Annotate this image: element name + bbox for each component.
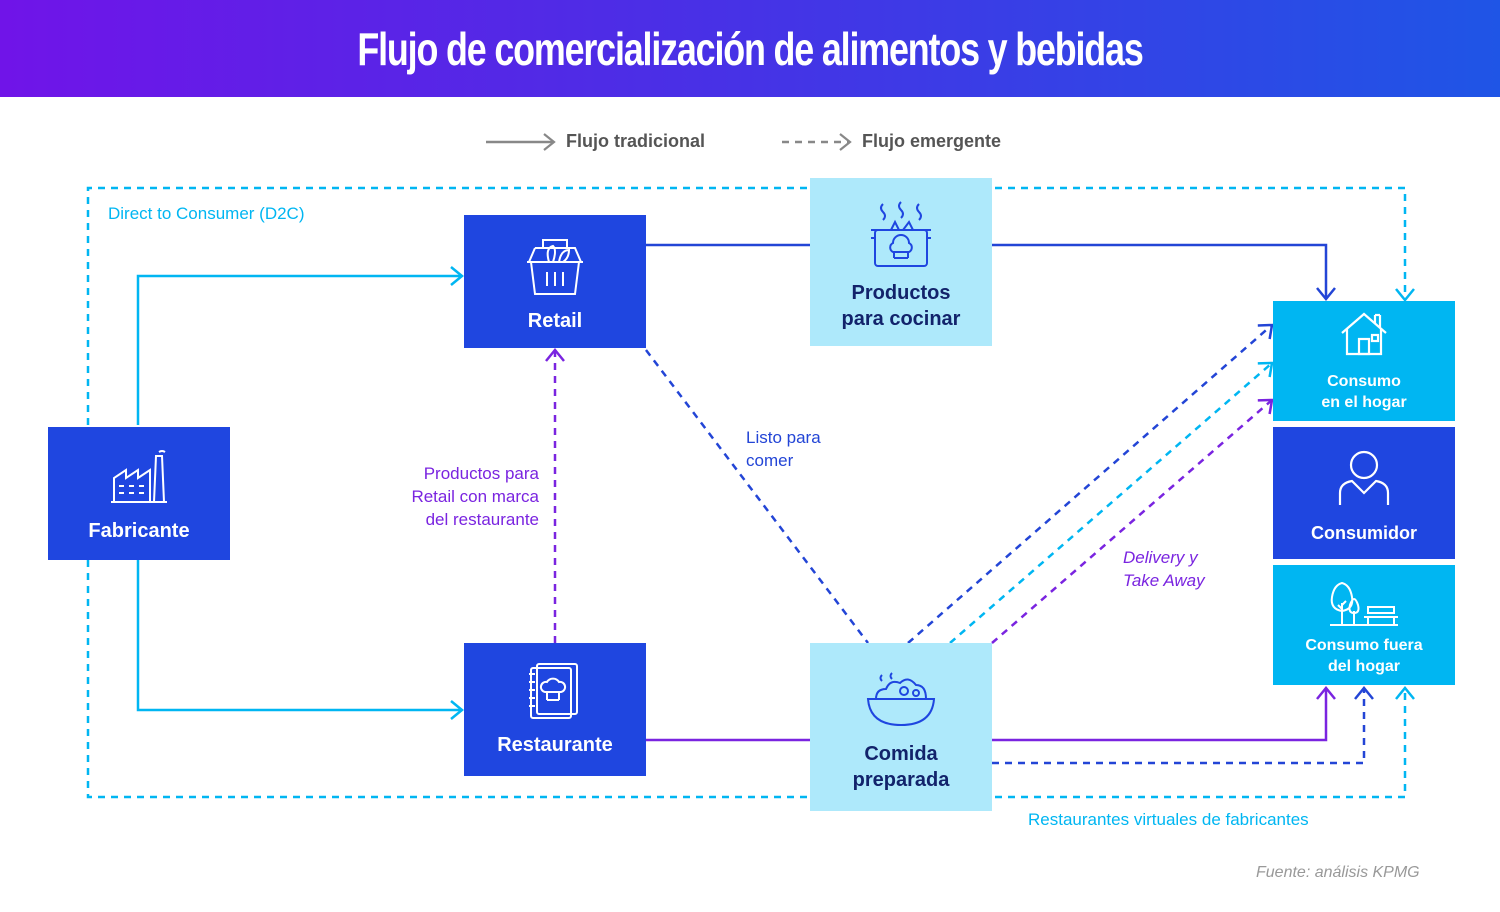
retail-label: Retail: [527, 310, 583, 332]
consumidor-label: Consumidor: [1311, 523, 1417, 543]
fab-to-retail: [136, 266, 464, 425]
delivery-line-1: Delivery y: [1123, 548, 1198, 567]
fuera-line-1: Consumo fuera: [1305, 637, 1423, 654]
node-consumidor: Consumidor: [1273, 427, 1455, 559]
productos-retail-line-2: Retail con marca: [411, 487, 539, 506]
comida-to-fuera-blue: [992, 686, 1374, 765]
comida-line-1: Comida: [864, 743, 938, 765]
basket-icon: [527, 239, 583, 295]
d2c-frame: [86, 186, 1415, 425]
legend-emergent: Flujo emergente: [862, 131, 1002, 151]
node-comida-preparada: Comida preparada: [810, 643, 992, 811]
source-label: Fuente: análisis KPMG: [1256, 864, 1420, 881]
restaurante-label: Restaurante: [497, 734, 613, 756]
listo-line-2: comer: [746, 451, 794, 470]
productos-retail-label: Productos para Retail con marca del rest…: [380, 462, 539, 531]
node-restaurante: Restaurante: [464, 643, 646, 776]
node-productos-cocinar: Productos para cocinar: [810, 178, 992, 346]
hogar-line-1: Consumo: [1327, 373, 1401, 390]
node-fabricante: Fabricante: [48, 427, 230, 560]
node-consumo-hogar: Consumo en el hogar: [1273, 301, 1455, 421]
comida-to-hogar-blue: [907, 323, 1274, 644]
menu-book-icon: [529, 663, 578, 719]
fab-to-restaurante: [136, 560, 464, 720]
node-consumo-fuera: Consumo fuera del hogar: [1273, 565, 1455, 685]
delivery-line-2: Take Away: [1123, 571, 1205, 590]
d2c-label: Direct to Consumer (D2C): [108, 204, 305, 223]
node-retail: Retail: [464, 215, 646, 348]
productos-retail-line-3: del restaurante: [425, 510, 539, 529]
delivery-label: Delivery y Take Away: [1123, 546, 1205, 592]
comida-to-fuera-purple: [992, 686, 1336, 742]
person-icon: [1338, 450, 1390, 505]
bowl-icon: [866, 672, 936, 727]
legend-traditional: Flujo tradicional: [566, 131, 706, 151]
listo-line-1: Listo para: [746, 428, 821, 447]
virtuales-label: Restaurantes virtuales de fabricantes: [1028, 810, 1309, 829]
hogar-line-2: en el hogar: [1321, 394, 1407, 411]
page-title: Flujo de comercialización de alimentos y…: [357, 23, 1143, 75]
comida-line-2: preparada: [852, 769, 950, 791]
retail-to-comida: [645, 349, 869, 644]
factory-icon: [111, 450, 167, 503]
listo-label: Listo para comer: [746, 426, 821, 472]
fabricante-label: Fabricante: [88, 520, 190, 542]
comida-to-hogar-cyan: [949, 361, 1274, 644]
virtual-frame: [86, 560, 1415, 799]
productos-line-1: Productos: [851, 282, 951, 304]
productos-line-2: para cocinar: [841, 308, 961, 330]
comida-to-hogar-purple: [991, 398, 1274, 644]
fuera-line-2: del hogar: [1327, 658, 1400, 675]
house-icon: [1341, 312, 1387, 356]
productos-to-hogar: [992, 243, 1336, 301]
productos-retail-line-1: Productos para: [423, 464, 539, 483]
park-icon: [1330, 581, 1398, 626]
pot-icon: [871, 201, 931, 267]
header-banner: [0, 0, 1500, 97]
